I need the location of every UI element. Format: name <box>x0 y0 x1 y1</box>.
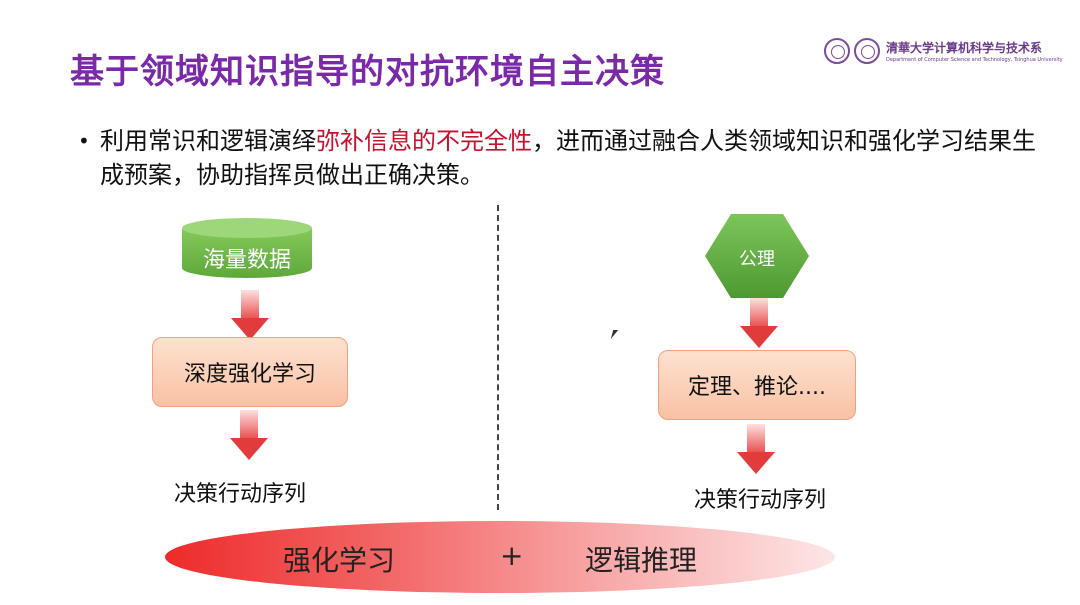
bullet-text: 利用常识和逻辑演绎弥补信息的不完全性，进而通过融合人类领域知识和强化学习结果生成… <box>100 124 1038 192</box>
right-output-label: 决策行动序列 <box>694 488 827 513</box>
left-output-label: 决策行动序列 <box>174 482 307 507</box>
deep-rl-box: 深度强化学习 <box>152 337 348 407</box>
logo-english-text: Department of Computer Science and Techn… <box>886 57 1063 63</box>
bullet-highlight: 弥补信息的不完全性 <box>316 127 532 155</box>
down-arrow-icon <box>230 410 268 460</box>
data-cylinder: 海量数据 <box>182 218 312 286</box>
bullet-text-part1: 利用常识和逻辑演绎 <box>100 127 316 155</box>
down-arrow-icon <box>231 290 269 340</box>
plus-sign: + <box>500 539 524 572</box>
dashed-divider <box>497 205 499 510</box>
summary-ellipse: 强化学习 + 逻辑推理 <box>165 521 835 593</box>
university-seal-icon <box>824 38 850 64</box>
down-arrow-icon <box>737 424 775 474</box>
bullet-point: • 利用常识和逻辑演绎弥补信息的不完全性，进而通过融合人类领域知识和强化学习结果… <box>78 124 1038 192</box>
department-seal-icon <box>854 38 880 64</box>
ellipse-left-text: 强化学习 <box>283 544 396 577</box>
cylinder-label: 海量数据 <box>202 248 291 273</box>
logo-chinese-text: 清華大学计算机科学与技术系 <box>886 41 1043 55</box>
hexagon-label: 公理 <box>739 249 775 270</box>
ellipse-right-text: 逻辑推理 <box>585 544 698 577</box>
theorem-box: 定理、推论.... <box>658 350 856 420</box>
university-logo: 清華大学计算机科学与技术系 Department of Computer Sci… <box>822 36 1063 72</box>
slide-title: 基于领域知识指导的对抗环境自主决策 <box>70 52 665 92</box>
bullet-text-part2: ，进而通过融合人类领域知识和强化学习结果生成预案，协助指挥员做出正确决策。 <box>100 127 1036 189</box>
bullet-dot: • <box>78 129 90 153</box>
mouse-cursor-icon <box>610 330 619 339</box>
down-arrow-icon <box>740 298 778 348</box>
axiom-hexagon: 公理 <box>705 214 809 298</box>
